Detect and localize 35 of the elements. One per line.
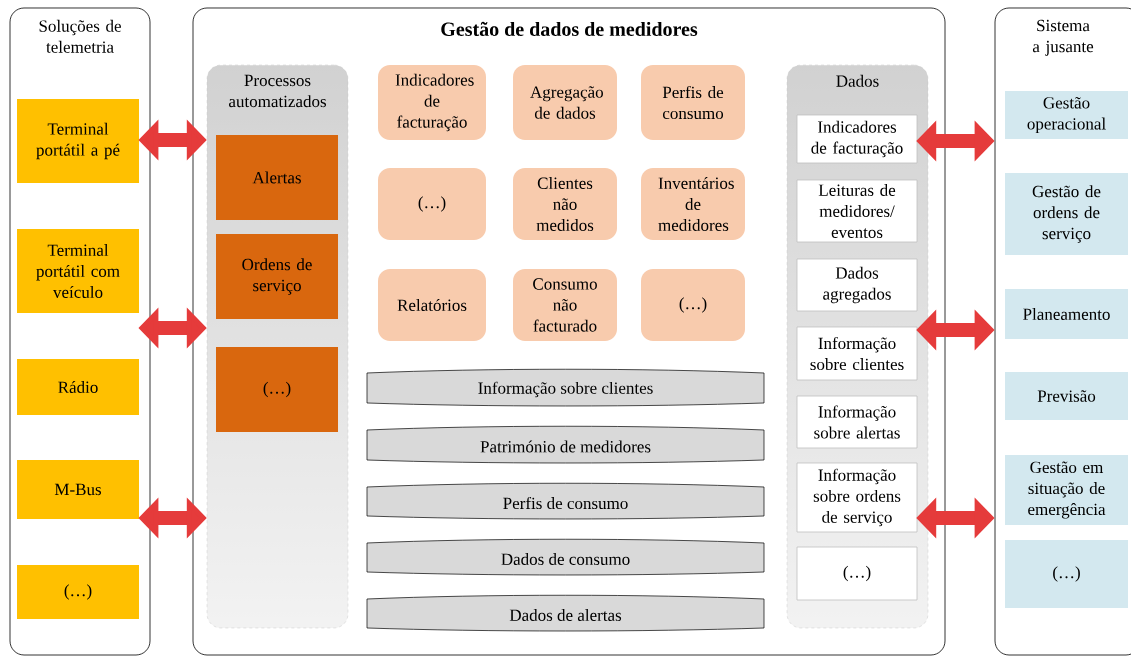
data-box: Informação sobre alertas — [796, 395, 918, 449]
system-box: Previsão — [1005, 372, 1128, 420]
device-box: Terminal portátil com veículo — [17, 229, 139, 313]
function-box: Agregação de dados — [513, 65, 617, 140]
device-box: Terminal portátil a pé — [17, 99, 139, 183]
storage-band: Dados de alertas — [366, 594, 765, 632]
system-box: Planeamento — [1005, 289, 1128, 339]
function-box: (…) — [378, 168, 486, 240]
device-box: (…) — [17, 565, 139, 619]
process-box: Ordens de serviço — [216, 234, 338, 319]
data-box: Informação sobre clientes — [796, 326, 918, 381]
device-box: Rádio — [17, 359, 139, 415]
system-box: Gestão em situação de emergência — [1005, 455, 1128, 525]
data-box: Informação sobre ordens de serviço — [796, 462, 918, 533]
process-box: Alertas — [216, 135, 338, 220]
system-box: (…) — [1005, 540, 1128, 608]
function-box: Perfis de consumo — [641, 65, 745, 140]
storage-band: Património de medidores — [366, 425, 765, 464]
device-box: M-Bus — [17, 460, 139, 519]
function-box: Indicadores de facturação — [378, 65, 486, 140]
function-box: Clientes não medidos — [513, 168, 617, 240]
system-box: Gestão de ordens de serviço — [1005, 173, 1128, 255]
storage-band: Informação sobre clientes — [366, 368, 765, 407]
function-box: Inventários de medidores — [641, 168, 745, 240]
data-box: Dados agregados — [796, 258, 918, 312]
system-box: Gestão operacional — [1005, 91, 1128, 139]
data-box: Indicadores de facturação — [796, 114, 918, 164]
data-box: (…) — [796, 546, 918, 601]
function-box: Consumo não facturado — [513, 269, 617, 341]
storage-band: Perfis de consumo — [366, 482, 765, 520]
storage-band: Dados de consumo — [366, 538, 765, 576]
function-box: Relatórios — [378, 269, 486, 341]
data-box: Leituras de medidores/ eventos — [796, 179, 918, 243]
function-box: (…) — [641, 269, 745, 341]
process-box: (…) — [216, 347, 338, 432]
